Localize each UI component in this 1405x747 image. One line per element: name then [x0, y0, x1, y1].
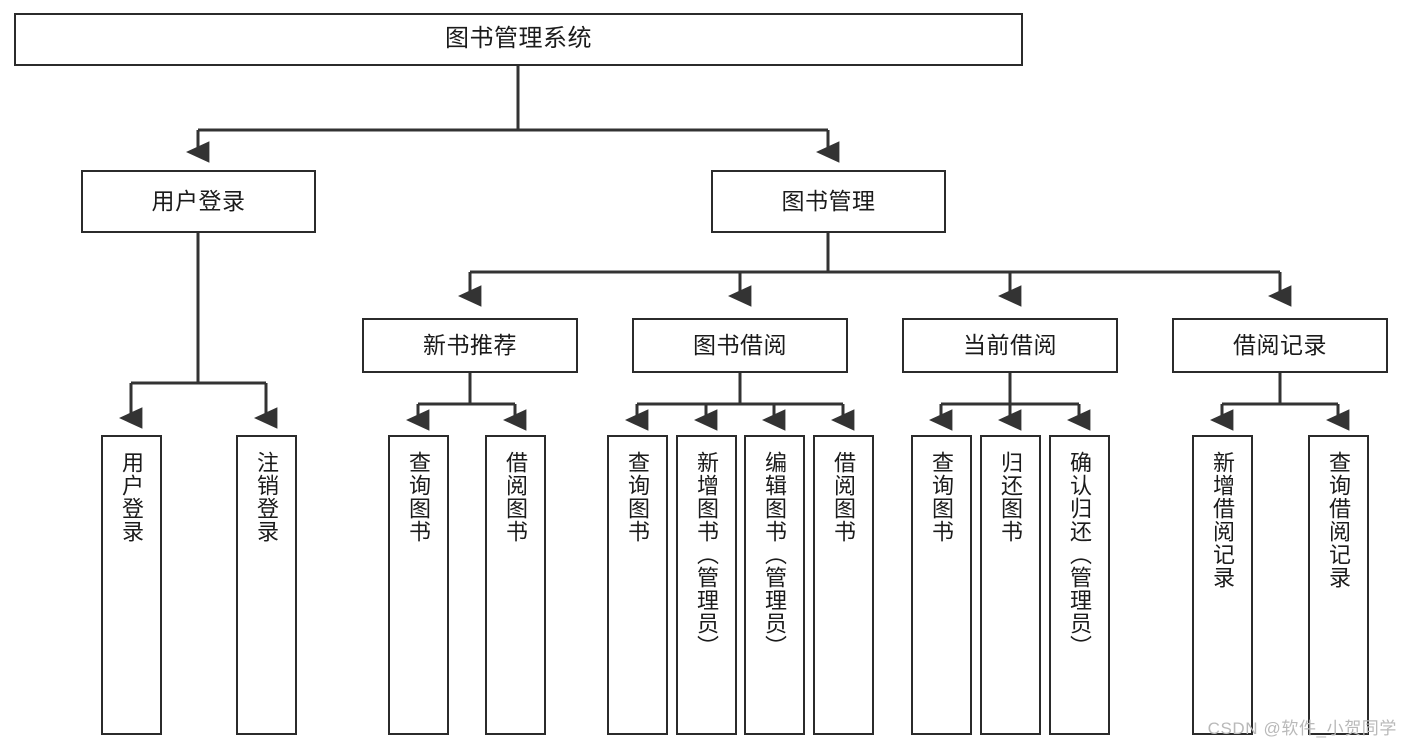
node-label: 用户登录: [151, 187, 246, 214]
node-label: 查询图书: [929, 451, 955, 543]
node-book-management[interactable]: 图书管理: [711, 170, 946, 233]
leaf-user-login-signin[interactable]: 用户登录: [101, 435, 162, 735]
node-borrow-record[interactable]: 借阅记录: [1172, 318, 1388, 373]
node-label: 新增借阅记录: [1210, 451, 1236, 589]
node-label: 新书推荐: [423, 331, 517, 358]
node-label: 新增图书（管理员）: [694, 451, 720, 658]
leaf-current-query-book[interactable]: 查询图书: [911, 435, 972, 735]
node-label: 借阅记录: [1233, 331, 1327, 358]
leaf-current-return-book[interactable]: 归还图书: [980, 435, 1041, 735]
leaf-borrow-borrow-book[interactable]: 借阅图书: [813, 435, 874, 735]
leaf-user-login-signout[interactable]: 注销登录: [236, 435, 297, 735]
leaf-record-query-record[interactable]: 查询借阅记录: [1308, 435, 1369, 735]
node-label: 用户登录: [119, 451, 145, 543]
leaf-borrow-add-book-admin[interactable]: 新增图书（管理员）: [676, 435, 737, 735]
node-label: 图书管理系统: [445, 25, 592, 53]
leaf-borrow-edit-book-admin[interactable]: 编辑图书（管理员）: [744, 435, 805, 735]
node-label: 图书借阅: [693, 331, 787, 358]
leaf-current-confirm-return-admin[interactable]: 确认归还（管理员）: [1049, 435, 1110, 735]
leaf-borrow-query-book[interactable]: 查询图书: [607, 435, 668, 735]
node-label: 注销登录: [254, 451, 280, 543]
node-label: 查询图书: [406, 451, 432, 543]
node-current-borrow[interactable]: 当前借阅: [902, 318, 1118, 373]
node-user-login[interactable]: 用户登录: [81, 170, 316, 233]
node-label: 归还图书: [998, 451, 1024, 543]
leaf-record-add-record[interactable]: 新增借阅记录: [1192, 435, 1253, 735]
node-new-book-recommend[interactable]: 新书推荐: [362, 318, 578, 373]
node-label: 借阅图书: [831, 451, 857, 543]
node-label: 查询图书: [625, 451, 651, 543]
node-book-borrow[interactable]: 图书借阅: [632, 318, 848, 373]
node-label: 图书管理: [781, 187, 876, 214]
node-root-system[interactable]: 图书管理系统: [14, 13, 1023, 66]
node-label: 确认归还（管理员）: [1067, 451, 1093, 658]
leaf-recommend-borrow-book[interactable]: 借阅图书: [485, 435, 546, 735]
node-label: 借阅图书: [503, 451, 529, 543]
leaf-recommend-query-book[interactable]: 查询图书: [388, 435, 449, 735]
node-label: 当前借阅: [963, 331, 1057, 358]
node-label: 查询借阅记录: [1326, 451, 1352, 589]
node-label: 编辑图书（管理员）: [762, 451, 788, 658]
